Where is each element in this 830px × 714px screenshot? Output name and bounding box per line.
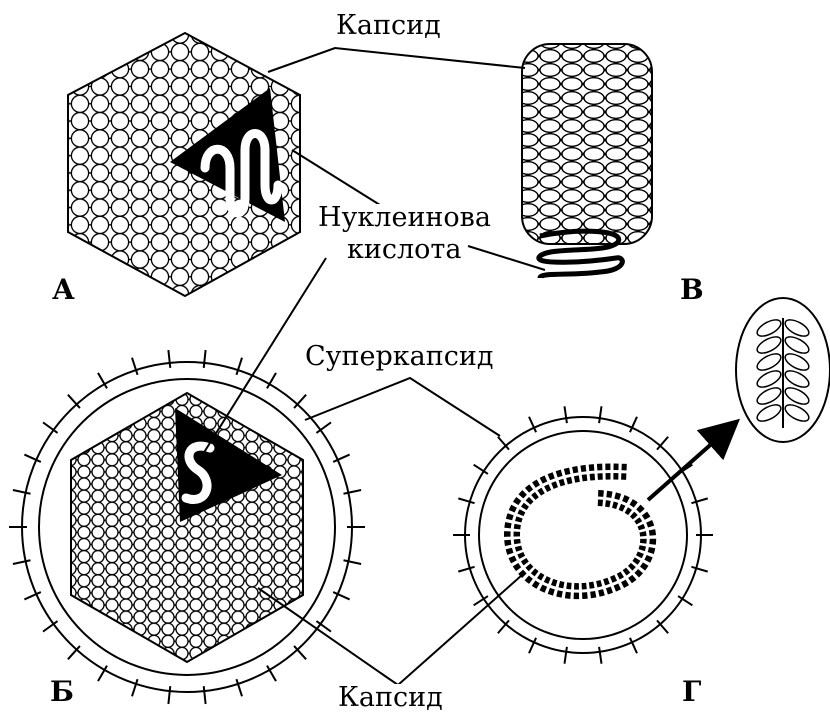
- capsid-top-leader: [268, 48, 525, 72]
- nucleic-leader-a: [292, 150, 380, 205]
- capsid-bottom-label: Капсид: [338, 684, 443, 711]
- capsid-top-label: Капсид: [336, 12, 441, 39]
- virus-a-icosahedral: [68, 33, 300, 296]
- panel-label-a: А: [52, 276, 75, 304]
- nucleic-acid-label-line1: Нуклеинова: [318, 204, 491, 231]
- virus-g-enveloped-helical: [453, 298, 830, 664]
- virus-b-enveloped: [9, 350, 365, 704]
- panel-label-b: Б: [50, 678, 74, 706]
- virus-v-capsid: [522, 44, 652, 244]
- nucleic-leader-v: [468, 246, 545, 270]
- virus-v-helical: [522, 44, 652, 278]
- panel-label-g: Г: [682, 678, 701, 706]
- supercapsid-label: Суперкапсид: [305, 343, 494, 370]
- supercapsid-leader: [305, 378, 500, 436]
- nucleic-acid-label-line2: кислота: [347, 236, 461, 263]
- panel-label-v: В: [680, 276, 704, 304]
